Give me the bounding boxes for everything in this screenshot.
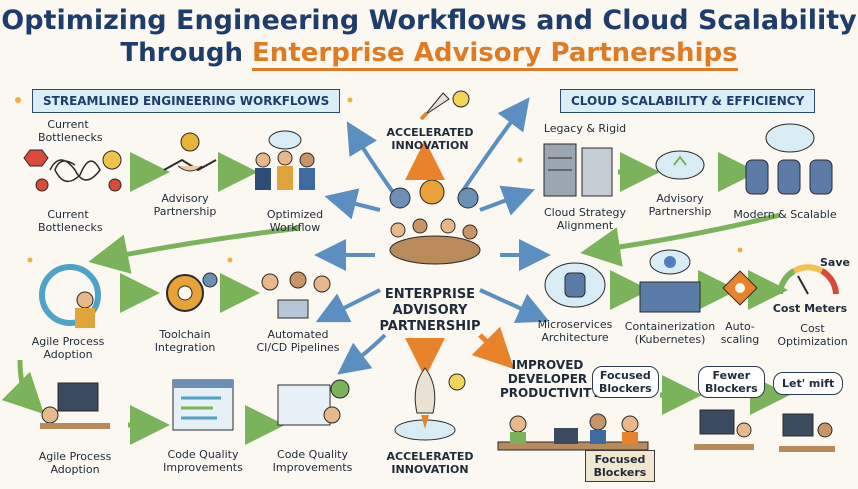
containerization-label: Containerization(Kubernetes)	[624, 320, 716, 346]
agile-cycle-icon	[39, 264, 101, 328]
modern-scalable-label: Modern & Scalable	[733, 208, 837, 221]
handshake-icon	[163, 132, 217, 172]
left-section-banner: STREAMLINED ENGINEERING WORKFLOWS	[32, 89, 341, 113]
right-section-banner: CLOUD SCALABILITY & EFFICIENCY	[560, 89, 816, 113]
lets-shift-bubble: Let' mift	[773, 372, 844, 395]
cost-gauge-icon	[777, 264, 839, 295]
code-review-icon	[277, 379, 350, 426]
autoscaling-icon	[722, 270, 758, 306]
title-line-2-highlight: Enterprise Advisory Partnerships	[252, 38, 738, 71]
team-people-icon	[255, 130, 315, 190]
autoscaling-label: Auto-scaling	[720, 320, 760, 346]
legacy-server-icon	[543, 143, 613, 197]
title-line-1: Optimizing Engineering Workflows and Clo…	[1, 5, 857, 36]
developers-at-desk-icon	[497, 413, 649, 451]
developer-desk-far-right-icon	[779, 413, 835, 452]
save-label: Save	[820, 256, 850, 269]
gear-icon	[166, 272, 218, 312]
microservices-cloud-icon	[544, 262, 606, 308]
code-window-icon	[172, 379, 234, 431]
rocket-icon-top	[419, 90, 470, 121]
page-title: Optimizing Engineering Workflows and Clo…	[0, 4, 858, 71]
developer-desk-icon	[40, 382, 110, 429]
title-line-2-prefix: Through	[120, 38, 253, 68]
developer-desk-right-icon	[694, 409, 754, 450]
bottlenecks-tangle-icon	[23, 149, 122, 192]
cost-meters-label: Cost Meters	[772, 302, 848, 315]
cloud-database-icon	[745, 123, 833, 195]
advisory-meeting-icon	[389, 180, 481, 265]
cicd-team-icon	[261, 271, 331, 319]
cloud-advisory-icon	[655, 150, 705, 180]
kubernetes-container-icon	[639, 249, 701, 313]
arrow-optimized-to-agile	[88, 225, 301, 274]
rocket-icon-bottom	[394, 367, 466, 441]
legacy-rigid-label: Legacy & Rigid	[543, 122, 627, 135]
arrow-down-left	[1, 359, 45, 415]
